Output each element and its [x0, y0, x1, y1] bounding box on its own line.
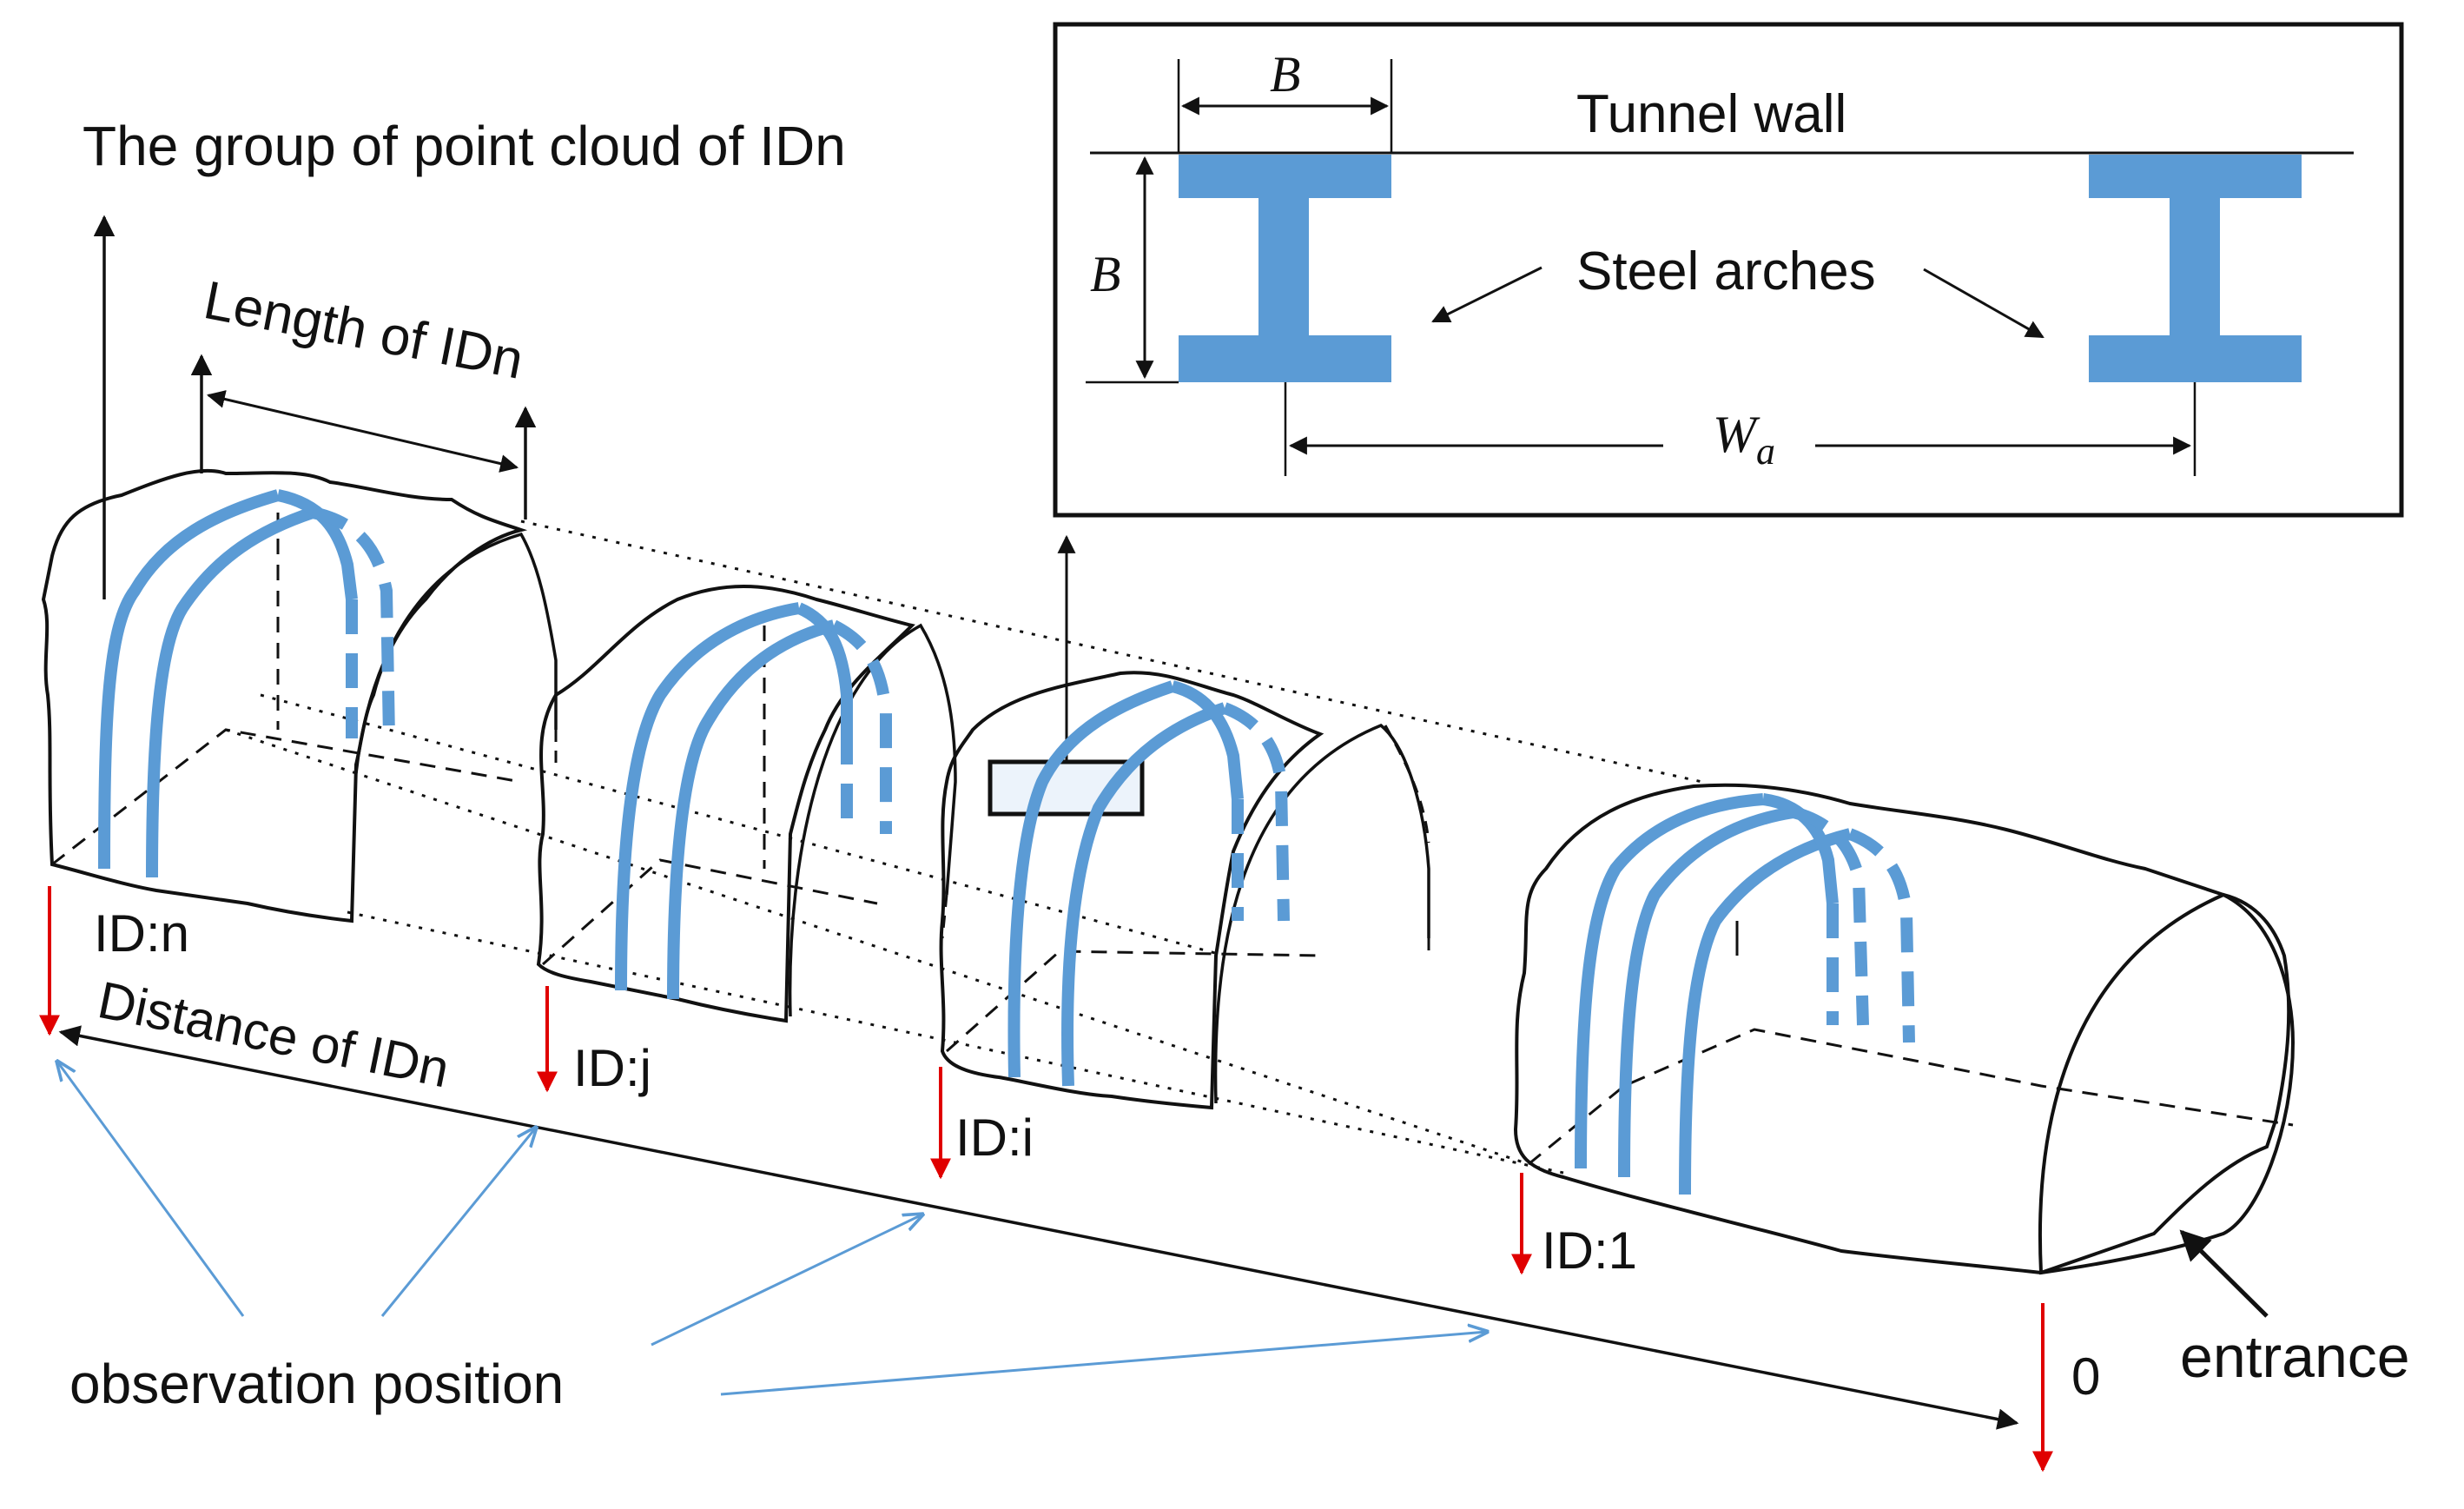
id-n-label: ID:n — [94, 904, 189, 963]
distance-of-idn-arrow — [58, 1025, 2019, 1430]
dim-b-horizontal-label: B — [1270, 46, 1300, 103]
tunnel-guide-lines — [225, 520, 1703, 1175]
distance-of-idn-label: Distance of IDn — [93, 970, 453, 1098]
id-1-label: ID:1 — [1542, 1221, 1637, 1280]
length-of-idn-label: Length of IDn — [199, 270, 528, 391]
tunnel-segment-idn — [41, 215, 558, 923]
dim-wa-label: Wa — [1713, 406, 1775, 473]
observation-arrows — [57, 1062, 1487, 1396]
steel-arch-beam-left — [1179, 155, 1391, 382]
dim-b-vertical-label: B — [1090, 246, 1120, 302]
steel-arches-pointer-left — [1431, 266, 1542, 323]
entrance-label: entrance — [2180, 1324, 2410, 1390]
steel-arches-label: Steel arches — [1576, 242, 1876, 301]
tunnel-segment-id1 — [1513, 783, 2296, 1275]
tunnel-segment-idi — [939, 671, 1430, 1110]
point-cloud-group-label: The group of point cloud of IDn — [83, 115, 846, 177]
entrance-arrow — [2179, 1229, 2269, 1318]
tunnel-wall-label: Tunnel wall — [1576, 84, 1846, 144]
zero-label: 0 — [2071, 1347, 2100, 1406]
id-i-label: ID:i — [955, 1109, 1034, 1167]
id-j-label: ID:j — [573, 1039, 651, 1097]
inset-detail: Tunnel wall B B Steel arches Wa — [1053, 22, 2404, 518]
length-of-idn-arrow — [206, 390, 519, 473]
observation-position-label: observation position — [69, 1353, 564, 1415]
steel-arch-beam-right — [2089, 155, 2302, 382]
tunnel-segment-idj — [536, 585, 957, 1023]
steel-arches-pointer-right — [1923, 268, 2045, 339]
